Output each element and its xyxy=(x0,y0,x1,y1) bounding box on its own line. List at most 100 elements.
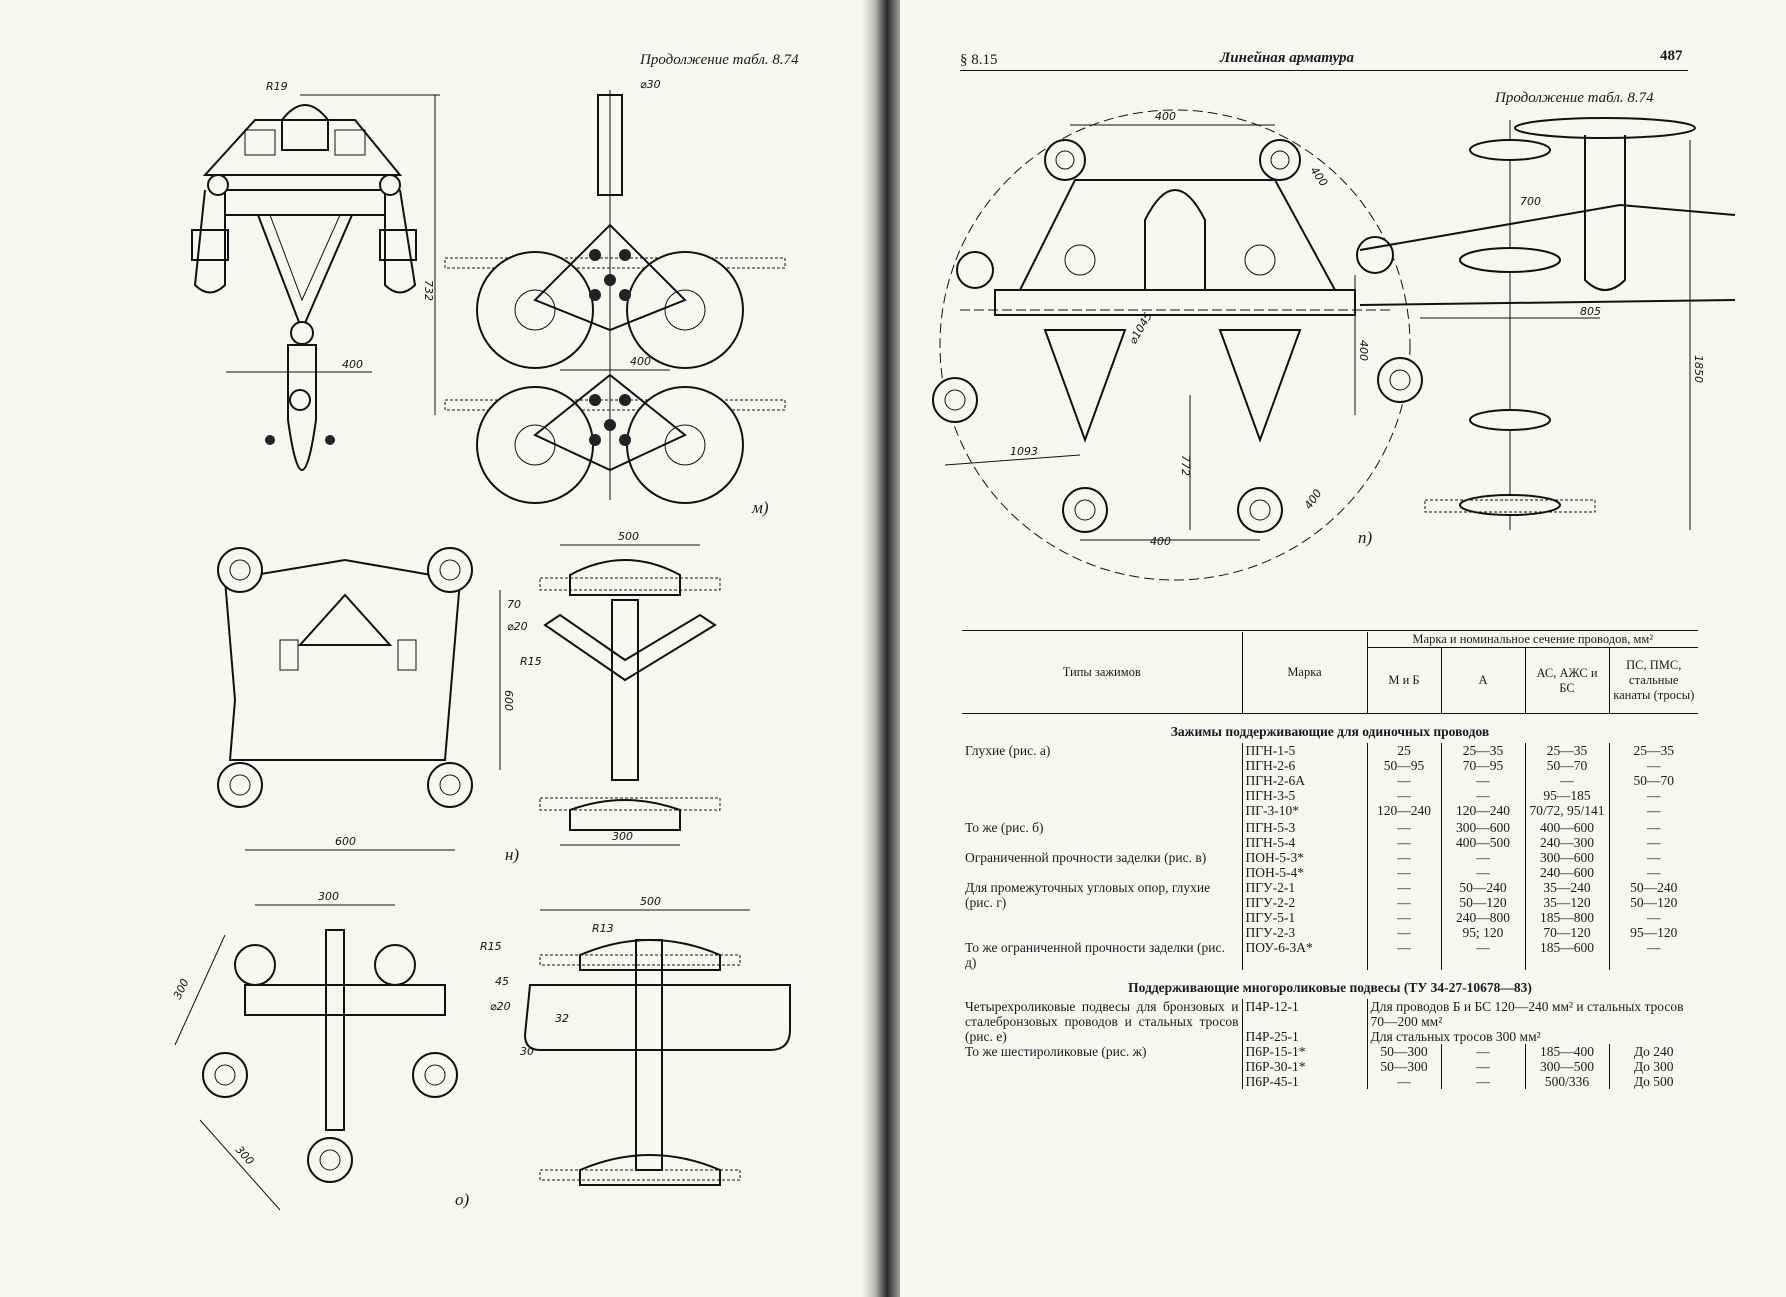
cell-note: Для стальных тросов 300 мм² xyxy=(1366,1029,1698,1044)
cell-a: — xyxy=(1440,1074,1525,1089)
row-type: Ограниченной прочности заделки (рис. в) xyxy=(965,850,1207,865)
svg-text:700: 700 xyxy=(1520,195,1541,208)
table-row: ПГУ-5-1 — 240—800 185—800 — xyxy=(962,910,1698,925)
header-ps: ПС, ПМС, стальные канаты (тросы) xyxy=(1608,647,1698,714)
row-type: То же (рис. б) xyxy=(965,820,1044,835)
cell-as: — xyxy=(1524,773,1609,788)
svg-text:⌀20: ⌀20 xyxy=(490,1000,511,1013)
header-mark: Марка xyxy=(1241,632,1367,714)
cell-mb: 50—300 xyxy=(1366,1044,1441,1059)
cell-a: 300—600 xyxy=(1440,820,1525,835)
table-row: ПГ-3-10* 120—240 120—240 70/72, 95/141 — xyxy=(962,803,1698,818)
cell-ps: — xyxy=(1608,850,1698,865)
svg-text:300: 300 xyxy=(612,830,633,843)
row-type: То же ограниченной прочности заделки (ри… xyxy=(965,940,1225,970)
figure-m-front-view: R19 400 732 xyxy=(191,80,440,471)
svg-text:500: 500 xyxy=(618,530,639,543)
table-row: Четырехроликовые подвесы для бронзовых и… xyxy=(962,999,1698,1044)
cell-a: — xyxy=(1440,865,1525,880)
cell-ps: 50—120 xyxy=(1608,895,1698,910)
row-type: Для промежуточных угловых опор, глухие (… xyxy=(965,880,1211,910)
cell-as: 240—300 xyxy=(1524,835,1609,850)
section-multi-roller: Поддерживающие многороликовые подвесы (Т… xyxy=(1128,980,1532,995)
cell-a: — xyxy=(1440,773,1525,788)
left-drawings: R19 400 732 ⌀30 400 xyxy=(171,78,791,1211)
cell-as: 300—600 xyxy=(1524,850,1609,865)
svg-text:772: 772 xyxy=(1179,455,1192,476)
cell-as: 95—185 xyxy=(1524,788,1609,803)
cell-mb: — xyxy=(1366,850,1441,865)
caption-p: п) xyxy=(1358,528,1373,547)
section-single-wire: Зажимы поддерживающие для одиночных пров… xyxy=(1170,724,1490,739)
row-mark: П4Р-25-1 xyxy=(1241,1029,1367,1044)
row-mark: ПОУ-6-3А* xyxy=(1241,940,1367,970)
cell-ps: — xyxy=(1608,940,1698,970)
page-number: 487 xyxy=(1660,48,1683,64)
cell-a: 120—240 xyxy=(1440,803,1525,818)
svg-text:1093: 1093 xyxy=(1010,445,1038,458)
svg-text:805: 805 xyxy=(1580,305,1601,318)
row-mark: ПГН-3-5 xyxy=(1241,788,1367,803)
cell-a: — xyxy=(1440,1044,1525,1059)
svg-text:400: 400 xyxy=(630,355,651,368)
right-page: § 8.15 Линейная арматура 487 Продолжение… xyxy=(900,0,1786,1297)
cell-as: 400—600 xyxy=(1524,820,1609,835)
cell-a: — xyxy=(1440,1059,1525,1074)
row-mark: ПГУ-5-1 xyxy=(1241,910,1367,925)
cell-as: 50—70 xyxy=(1524,758,1609,773)
figure-m-side-view: ⌀30 400 xyxy=(444,78,786,504)
cell-mb: — xyxy=(1366,788,1441,803)
cell-mb: — xyxy=(1366,820,1441,835)
cell-a: 70—95 xyxy=(1440,758,1525,773)
cell-ps: — xyxy=(1608,910,1698,925)
table-row: Для промежуточных угловых опор, глухие (… xyxy=(962,880,1698,910)
cell-mb: — xyxy=(1366,910,1441,925)
row-mark: ПГН-2-6 xyxy=(1241,758,1367,773)
header-group: Марка и номинальное сечение проводов, мм… xyxy=(1366,632,1698,648)
right-page-header: Продолжение табл. 8.74 xyxy=(1495,90,1654,106)
row-mark: ПГУ-2-3 xyxy=(1241,925,1367,940)
cell-mb: — xyxy=(1366,1074,1441,1089)
header-mb: М и Б xyxy=(1366,647,1441,714)
clamp-specification-table: Типы зажимов Марка Марка и номинальное с… xyxy=(962,632,1698,1089)
cell-as: 300—500 xyxy=(1524,1059,1609,1074)
cell-a: 95; 120 xyxy=(1440,925,1525,940)
row-mark: ПГУ-2-1 xyxy=(1241,880,1367,895)
row-mark: ПОН-5-3* xyxy=(1241,850,1367,865)
cell-as: 185—800 xyxy=(1524,910,1609,925)
header-a: А xyxy=(1440,647,1525,714)
cell-as: 185—400 xyxy=(1524,1044,1609,1059)
cell-mb: — xyxy=(1366,773,1441,788)
cell-mb: 25 xyxy=(1366,743,1441,758)
cell-ps: До 240 xyxy=(1608,1044,1698,1059)
cell-ps: 95—120 xyxy=(1608,925,1698,940)
left-page-header: Продолжение табл. 8.74 xyxy=(640,52,799,68)
cell-a: 50—120 xyxy=(1440,895,1525,910)
table-row: ПГУ-2-3 — 95; 120 70—120 95—120 xyxy=(962,925,1698,940)
cell-a: 50—240 xyxy=(1440,880,1525,895)
cell-mb: — xyxy=(1366,865,1441,880)
cell-as: 25—35 xyxy=(1524,743,1609,758)
svg-text:⌀30: ⌀30 xyxy=(640,78,661,91)
svg-text:600: 600 xyxy=(335,835,356,848)
row-mark: П6Р-15-1* xyxy=(1241,1044,1367,1059)
table-row: ПОН-5-4* — — 240—600 — xyxy=(962,865,1698,880)
svg-text:400: 400 xyxy=(1302,487,1325,512)
svg-text:1850: 1850 xyxy=(1692,355,1705,383)
row-mark: ПОН-5-4* xyxy=(1241,865,1367,880)
row-mark: ПГН-2-6А xyxy=(1241,773,1367,788)
cell-as: 70/72, 95/141 xyxy=(1524,803,1609,818)
figure-n-side-view: 500 300 70 ⌀20 R15 xyxy=(507,530,721,846)
running-title: Линейная арматура xyxy=(1220,50,1355,66)
svg-text:32: 32 xyxy=(555,1012,569,1025)
figure-p-drawing: 400 400 ⌀1045 772 400 1093 400 400 700 8… xyxy=(932,109,1736,581)
row-mark: ПГН-1-5 xyxy=(1241,743,1367,758)
cell-mb: — xyxy=(1366,925,1441,940)
table-top-rule xyxy=(962,630,1698,631)
cell-as: 35—120 xyxy=(1524,895,1609,910)
cell-a: 240—800 xyxy=(1440,910,1525,925)
cell-ps: — xyxy=(1608,788,1698,803)
cell-mb: — xyxy=(1366,835,1441,850)
svg-text:400: 400 xyxy=(1308,164,1331,189)
cell-as: 185—600 xyxy=(1524,940,1609,970)
